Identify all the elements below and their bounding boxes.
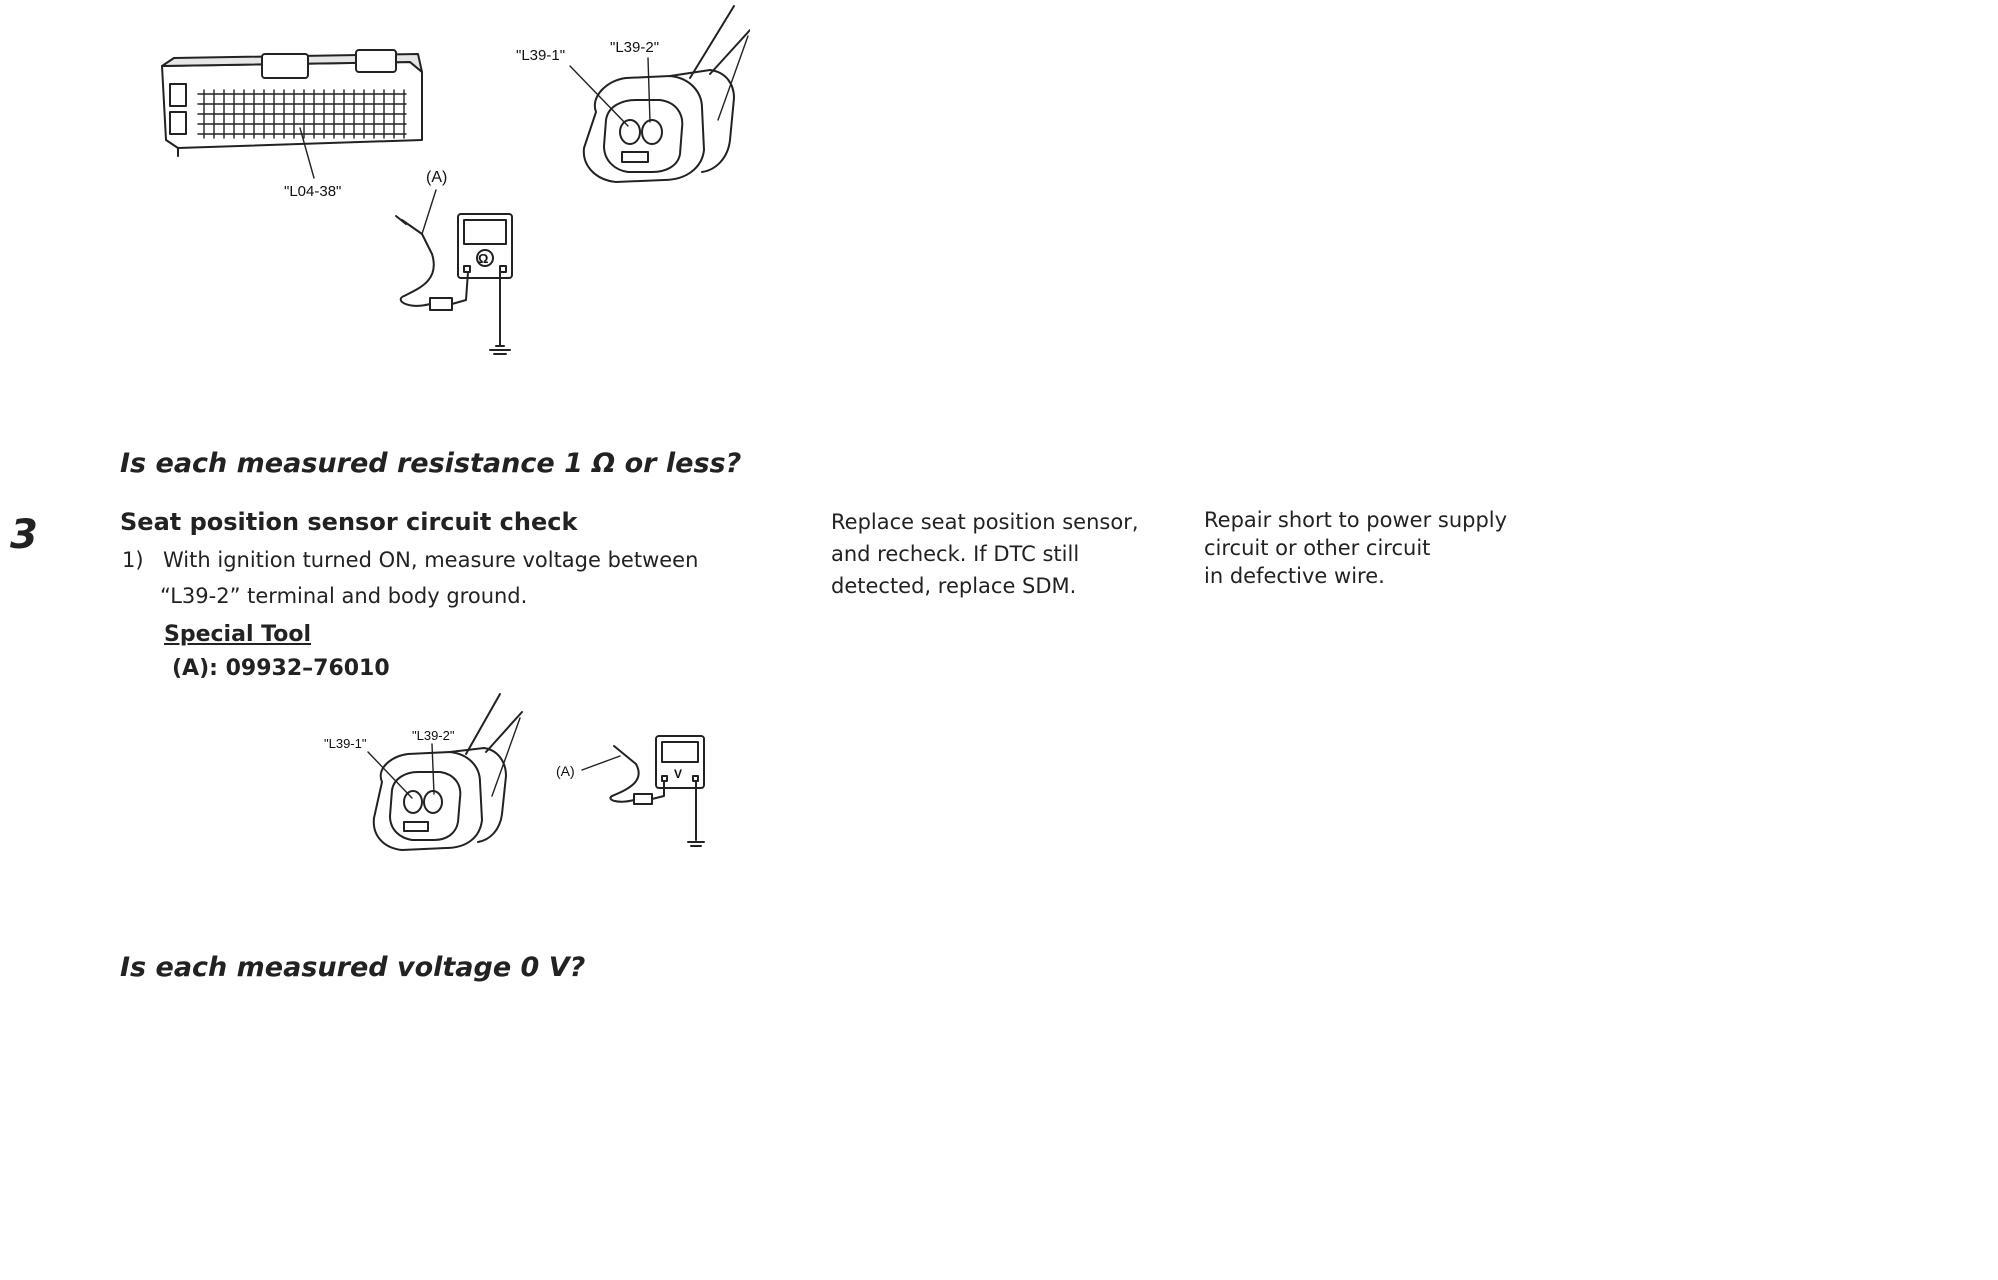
special-tool-value: (A): 09932–76010 <box>172 656 390 681</box>
svg-text:Ω: Ω <box>478 251 488 266</box>
instruction-number: 1) <box>122 548 144 572</box>
terminal-label-l39-1: "L39-1" <box>324 736 367 751</box>
tool-callout-a: (A) <box>426 169 447 186</box>
svg-text:V: V <box>674 767 682 781</box>
terminal-label-l39-2: "L39-2" <box>412 728 455 743</box>
ohmmeter-icon: Ω <box>457 213 513 279</box>
voltmeter-icon: V <box>655 735 705 789</box>
instruction-line-1: With ignition turned ON, measure voltage… <box>163 548 699 572</box>
step-title: Seat position sensor circuit check <box>120 508 578 536</box>
sdm-connector-illustration <box>161 49 423 179</box>
seat-position-sensor-connector-illustration <box>372 693 523 851</box>
terminal-label-l39-2: "L39-2" <box>610 39 659 56</box>
terminal-label-l39-1: "L39-1" <box>516 47 565 64</box>
connector-label-l04-38: "L04-38" <box>284 183 341 200</box>
tool-callout-a: (A) <box>556 763 575 779</box>
yes-action-text: Replace seat position sensor, and rechec… <box>831 510 1139 598</box>
step-number: 3 <box>10 512 38 558</box>
special-tool-label: Special Tool <box>164 622 311 647</box>
question-voltage: Is each measured voltage 0 V? <box>120 952 586 983</box>
question-resistance: Is each measured resistance 1 Ω or less? <box>120 448 742 479</box>
seat-position-sensor-connector-illustration <box>582 5 750 183</box>
no-action-text: Repair short to power supply circuit or … <box>1204 508 1508 588</box>
voltage-check-figure: "L39-1" "L39-2" (A) V <box>324 693 705 851</box>
resistance-check-figure: "L04-38" "L39-1" "L39-2" (A) Ω <box>161 5 750 355</box>
instruction-line-2: “L39-2” terminal and body ground. <box>160 584 528 608</box>
